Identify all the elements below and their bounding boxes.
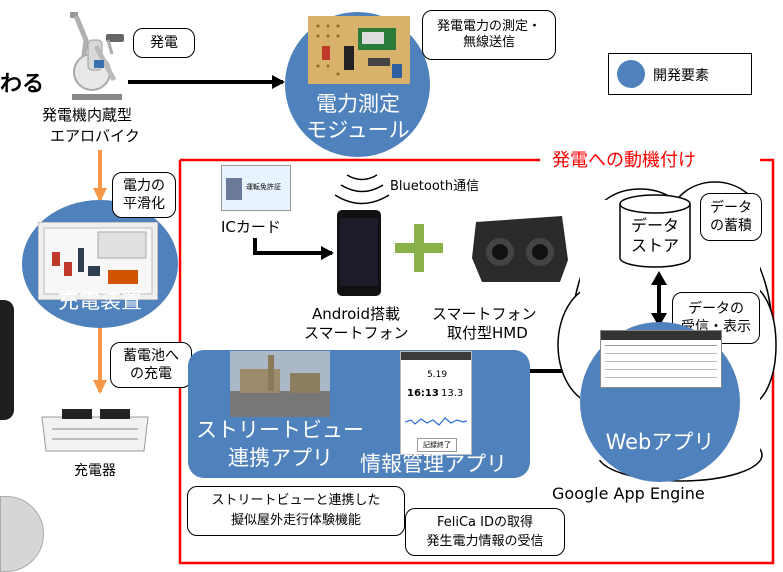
charging-device-image	[38, 222, 158, 300]
power-module-label-2: モジュール	[306, 118, 410, 142]
webapp-label: Webアプリ	[605, 430, 715, 454]
info-app-label: 情報管理アプリ	[360, 452, 507, 476]
legend-swatch	[617, 60, 645, 88]
legend-box: 開発要素	[608, 53, 752, 95]
bike-caption-2: エアロバイク	[50, 127, 140, 145]
callout-street-view: ストリートビューと連携した 擬似屋外走行体験機能	[187, 486, 405, 536]
charger-caption: 充電器	[74, 463, 116, 479]
callout-battery: 蓄電池へ の充電	[110, 342, 192, 388]
android-label-1: Android搭載	[312, 305, 400, 323]
legend-label: 開発要素	[653, 68, 709, 84]
partial-heading: わる	[0, 72, 45, 97]
webapp-screenshot	[600, 330, 722, 388]
callout-generation: 発電	[133, 28, 195, 58]
callout-power-measurement: 発電電力の測定・ 無線送信	[422, 10, 556, 60]
callout-accumulate: データ の蓄積	[700, 193, 762, 241]
screen-value: 13.3	[441, 388, 464, 399]
partial-person-image	[0, 300, 14, 420]
street-app-label-2: 連携アプリ	[228, 446, 333, 470]
arrow-card-to-phone	[253, 238, 334, 260]
ic-card-image: 運転免許証	[221, 165, 291, 211]
motivation-title: 発電への動機付け	[548, 146, 700, 172]
bike-caption-1: 発電機内蔵型	[42, 106, 133, 124]
screen-button[interactable]: 記録終了	[417, 438, 457, 452]
ic-card-label: ICカード	[221, 218, 281, 236]
screen-time: 16:13	[407, 388, 439, 399]
android-label-2: スマートフォン	[304, 324, 409, 342]
street-app-label-1: ストリートビュー	[196, 418, 364, 442]
street-view-screenshot	[230, 351, 330, 417]
power-module-label-1: 電力測定	[316, 92, 400, 116]
charging-device-label: 充電装置	[58, 289, 142, 313]
info-app-screenshot: 5.19 16:13 13.3 記録終了	[400, 351, 472, 455]
datastore-cylinder	[619, 194, 691, 268]
screen-graph	[405, 417, 467, 426]
callout-felica: FeliCa IDの取得 発生電力情報の受信	[405, 508, 565, 556]
exercise-bike-image	[70, 12, 124, 100]
ic-card-photo	[226, 178, 242, 200]
hmd-image	[472, 216, 568, 282]
bluetooth-waves	[334, 174, 390, 205]
android-phone-image	[337, 210, 381, 296]
callout-smoothing: 電力の 平滑化	[112, 172, 176, 218]
bluetooth-label: Bluetooth通信	[390, 179, 480, 194]
screen-speed: 5.19	[427, 370, 448, 380]
hmd-label-1: スマートフォン	[432, 305, 537, 323]
datastore-label: データ ストア	[630, 216, 679, 255]
screen-header	[401, 352, 471, 360]
hmd-label-2: 取付型HMD	[447, 324, 528, 342]
circuit-board-image	[308, 16, 410, 84]
charger-image	[41, 409, 149, 452]
platform-label: Google App Engine	[552, 484, 705, 503]
ic-card-name: 運転免許証	[246, 183, 281, 191]
motivation-frame	[178, 158, 775, 565]
plus-v	[414, 224, 424, 272]
